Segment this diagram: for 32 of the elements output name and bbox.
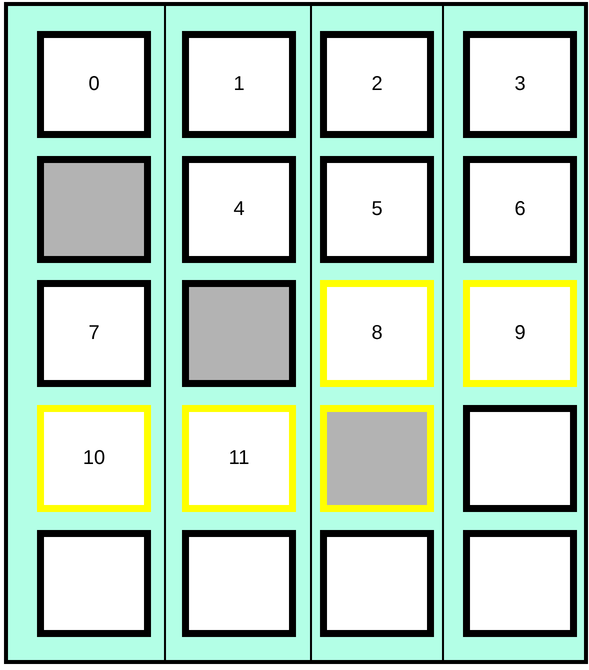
empty-box — [37, 530, 151, 637]
cell-number: 5 — [371, 198, 383, 221]
cell-number: 6 — [514, 198, 526, 221]
empty-box — [320, 530, 434, 637]
cell-number: 2 — [371, 73, 383, 96]
cell-box — [463, 31, 577, 138]
cell-box — [463, 280, 577, 387]
cell-box — [37, 280, 151, 387]
cell-box — [37, 405, 151, 512]
empty-box — [463, 530, 577, 637]
cell-number: 9 — [514, 322, 526, 345]
cell-number: 11 — [228, 447, 250, 470]
empty-box — [182, 530, 296, 637]
cell-box — [320, 156, 434, 263]
cell-box — [320, 31, 434, 138]
cell-number: 3 — [514, 73, 526, 96]
cell-number: 4 — [233, 198, 245, 221]
cell-number: 0 — [88, 73, 100, 96]
cell-number: 10 — [82, 447, 106, 470]
cell-box — [182, 405, 296, 512]
cell-number: 8 — [371, 322, 383, 345]
empty-box — [463, 405, 577, 512]
empty-box — [320, 405, 434, 512]
empty-box — [37, 156, 151, 263]
empty-box — [182, 280, 296, 387]
cell-box — [320, 280, 434, 387]
cell-box — [463, 156, 577, 263]
cell-number: 1 — [233, 73, 245, 96]
cell-box — [37, 31, 151, 138]
cell-number: 7 — [88, 322, 100, 345]
cell-box — [182, 156, 296, 263]
cell-box — [182, 31, 296, 138]
